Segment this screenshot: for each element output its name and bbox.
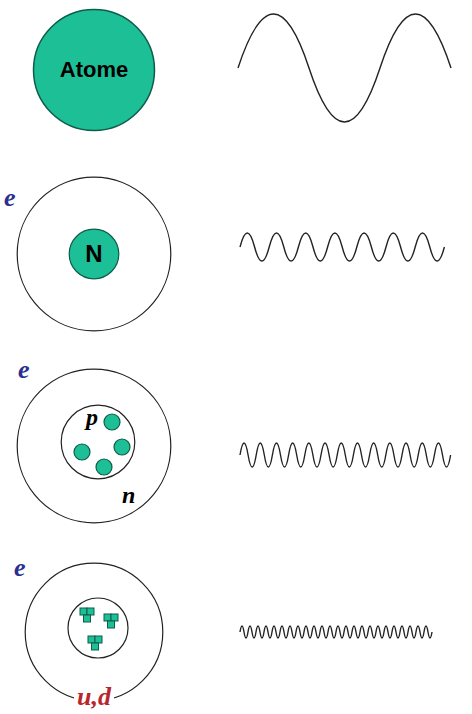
electron-shell-shape	[24, 562, 164, 702]
atom-circle-outline	[34, 10, 155, 131]
quark	[104, 614, 111, 621]
neutron-label: n	[122, 482, 135, 508]
atom-circle: Atome	[32, 8, 156, 132]
electron-shell-shape	[16, 368, 172, 524]
quark	[92, 643, 99, 650]
nucleon-ball	[74, 444, 90, 460]
nucleus-circle: N	[68, 228, 120, 280]
nucleons	[74, 414, 130, 475]
nucleon-ball	[104, 414, 120, 430]
proton-label: p	[86, 404, 98, 430]
nucleus-outline	[68, 598, 128, 658]
wave-short	[240, 443, 451, 467]
nucleus-label: N	[85, 241, 102, 267]
electron-shell-outline	[25, 563, 163, 701]
electron-label: e	[4, 184, 16, 213]
nucleus-circle-outline	[69, 229, 119, 279]
electron-label: e	[14, 554, 26, 583]
wave-shortest	[240, 626, 432, 638]
electron-shell: eu,d	[24, 562, 164, 702]
quark	[111, 614, 118, 621]
quarks	[80, 608, 118, 650]
quark	[108, 621, 115, 628]
quark	[87, 608, 94, 615]
nucleus-outline-outline	[61, 405, 135, 479]
quark	[80, 608, 87, 615]
nucleus-outline: pn	[60, 404, 136, 480]
wave-long	[238, 14, 451, 122]
electron-shell-outline	[17, 369, 171, 523]
electron-shell: epn	[16, 368, 172, 524]
quark-label: u,d	[74, 683, 114, 712]
nucleon-ball	[114, 439, 130, 455]
nucleon-ball	[96, 459, 112, 475]
electron-shell: eN	[16, 176, 172, 332]
quark	[84, 615, 91, 622]
wave-medium	[240, 233, 444, 261]
quark	[95, 636, 102, 643]
atom-label: Atome	[60, 58, 128, 82]
quark	[88, 636, 95, 643]
electron-label: e	[18, 356, 30, 385]
nucleus-outline-shape	[60, 404, 136, 480]
waves	[238, 14, 451, 638]
electron-shell-outline	[17, 177, 171, 331]
